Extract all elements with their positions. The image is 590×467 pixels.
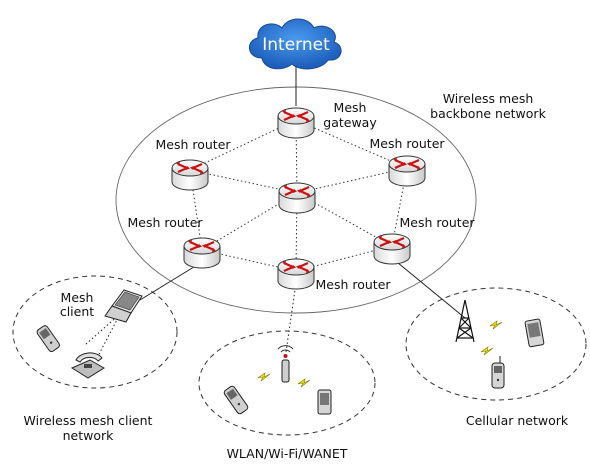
gateway-label-line1: Mesh <box>334 100 367 115</box>
client-label-line2: client <box>60 304 94 319</box>
router-label: Mesh router <box>155 137 231 152</box>
internet-label: Internet <box>262 35 330 55</box>
wireless-signal-icon <box>297 378 311 388</box>
mobile-phone-icon <box>36 325 60 353</box>
mesh-router-icon <box>182 236 222 270</box>
mesh-router-icon <box>276 257 316 291</box>
backbone-label-line2: backbone network <box>430 106 546 121</box>
client-network-label-line2: network <box>63 428 115 443</box>
cellular-network-boundary <box>405 287 587 401</box>
solid-links <box>139 66 466 319</box>
mesh-router-icon <box>170 158 210 192</box>
backbone-label-line1: Wireless mesh <box>443 91 534 106</box>
wireless-signal-icon <box>489 320 503 330</box>
pda-icon <box>524 318 545 348</box>
router-label: Mesh router <box>315 277 391 292</box>
router-label: Mesh router <box>369 136 445 151</box>
client-network-label-line1: Wireless mesh client <box>24 413 153 428</box>
wireless-signal-icon <box>257 372 271 382</box>
mesh-router-icon <box>387 154 427 188</box>
laptop-icon <box>104 289 143 323</box>
router-label: Mesh router <box>127 215 203 230</box>
mobile-phone-icon <box>223 385 249 415</box>
gateway-label-line2: gateway <box>323 115 377 130</box>
wireless-signal-icon <box>480 346 494 356</box>
pda-icon <box>317 389 332 415</box>
client-label-line1: Mesh <box>61 290 94 305</box>
mobile-phone-icon <box>491 356 505 389</box>
router-label: Mesh router <box>399 215 475 230</box>
mesh-gateway-router-icon <box>276 106 316 140</box>
mesh-router-icon <box>372 232 412 266</box>
mesh-router-icon <box>277 181 317 215</box>
internet-cloud-icon: Internet <box>249 18 342 70</box>
wlan-label: WLAN/Wi-Fi/WANET <box>227 446 348 461</box>
client-network-boundary <box>12 275 178 389</box>
cellular-label: Cellular network <box>466 413 569 428</box>
client-links <box>84 282 297 359</box>
wlan-network-boundary <box>198 330 376 436</box>
cell-tower-icon <box>455 299 475 343</box>
access-point-icon <box>277 345 294 383</box>
telephone-icon <box>70 352 105 379</box>
